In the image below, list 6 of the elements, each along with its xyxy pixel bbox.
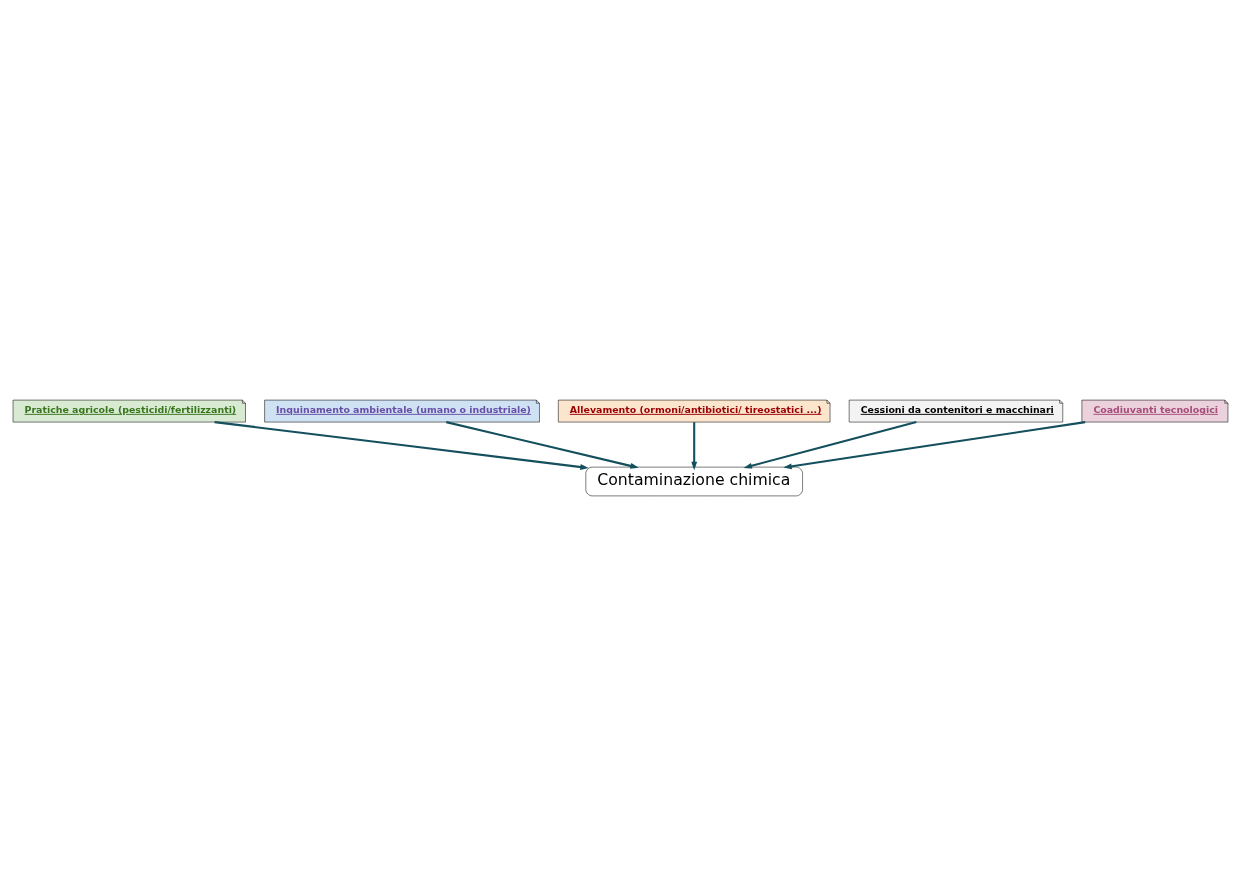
arrow [691, 422, 698, 471]
arrow [446, 421, 639, 469]
arrow [783, 421, 1086, 470]
arrow [743, 421, 917, 469]
node-box: Contaminazione chimica [585, 466, 803, 497]
arrow [214, 421, 589, 470]
